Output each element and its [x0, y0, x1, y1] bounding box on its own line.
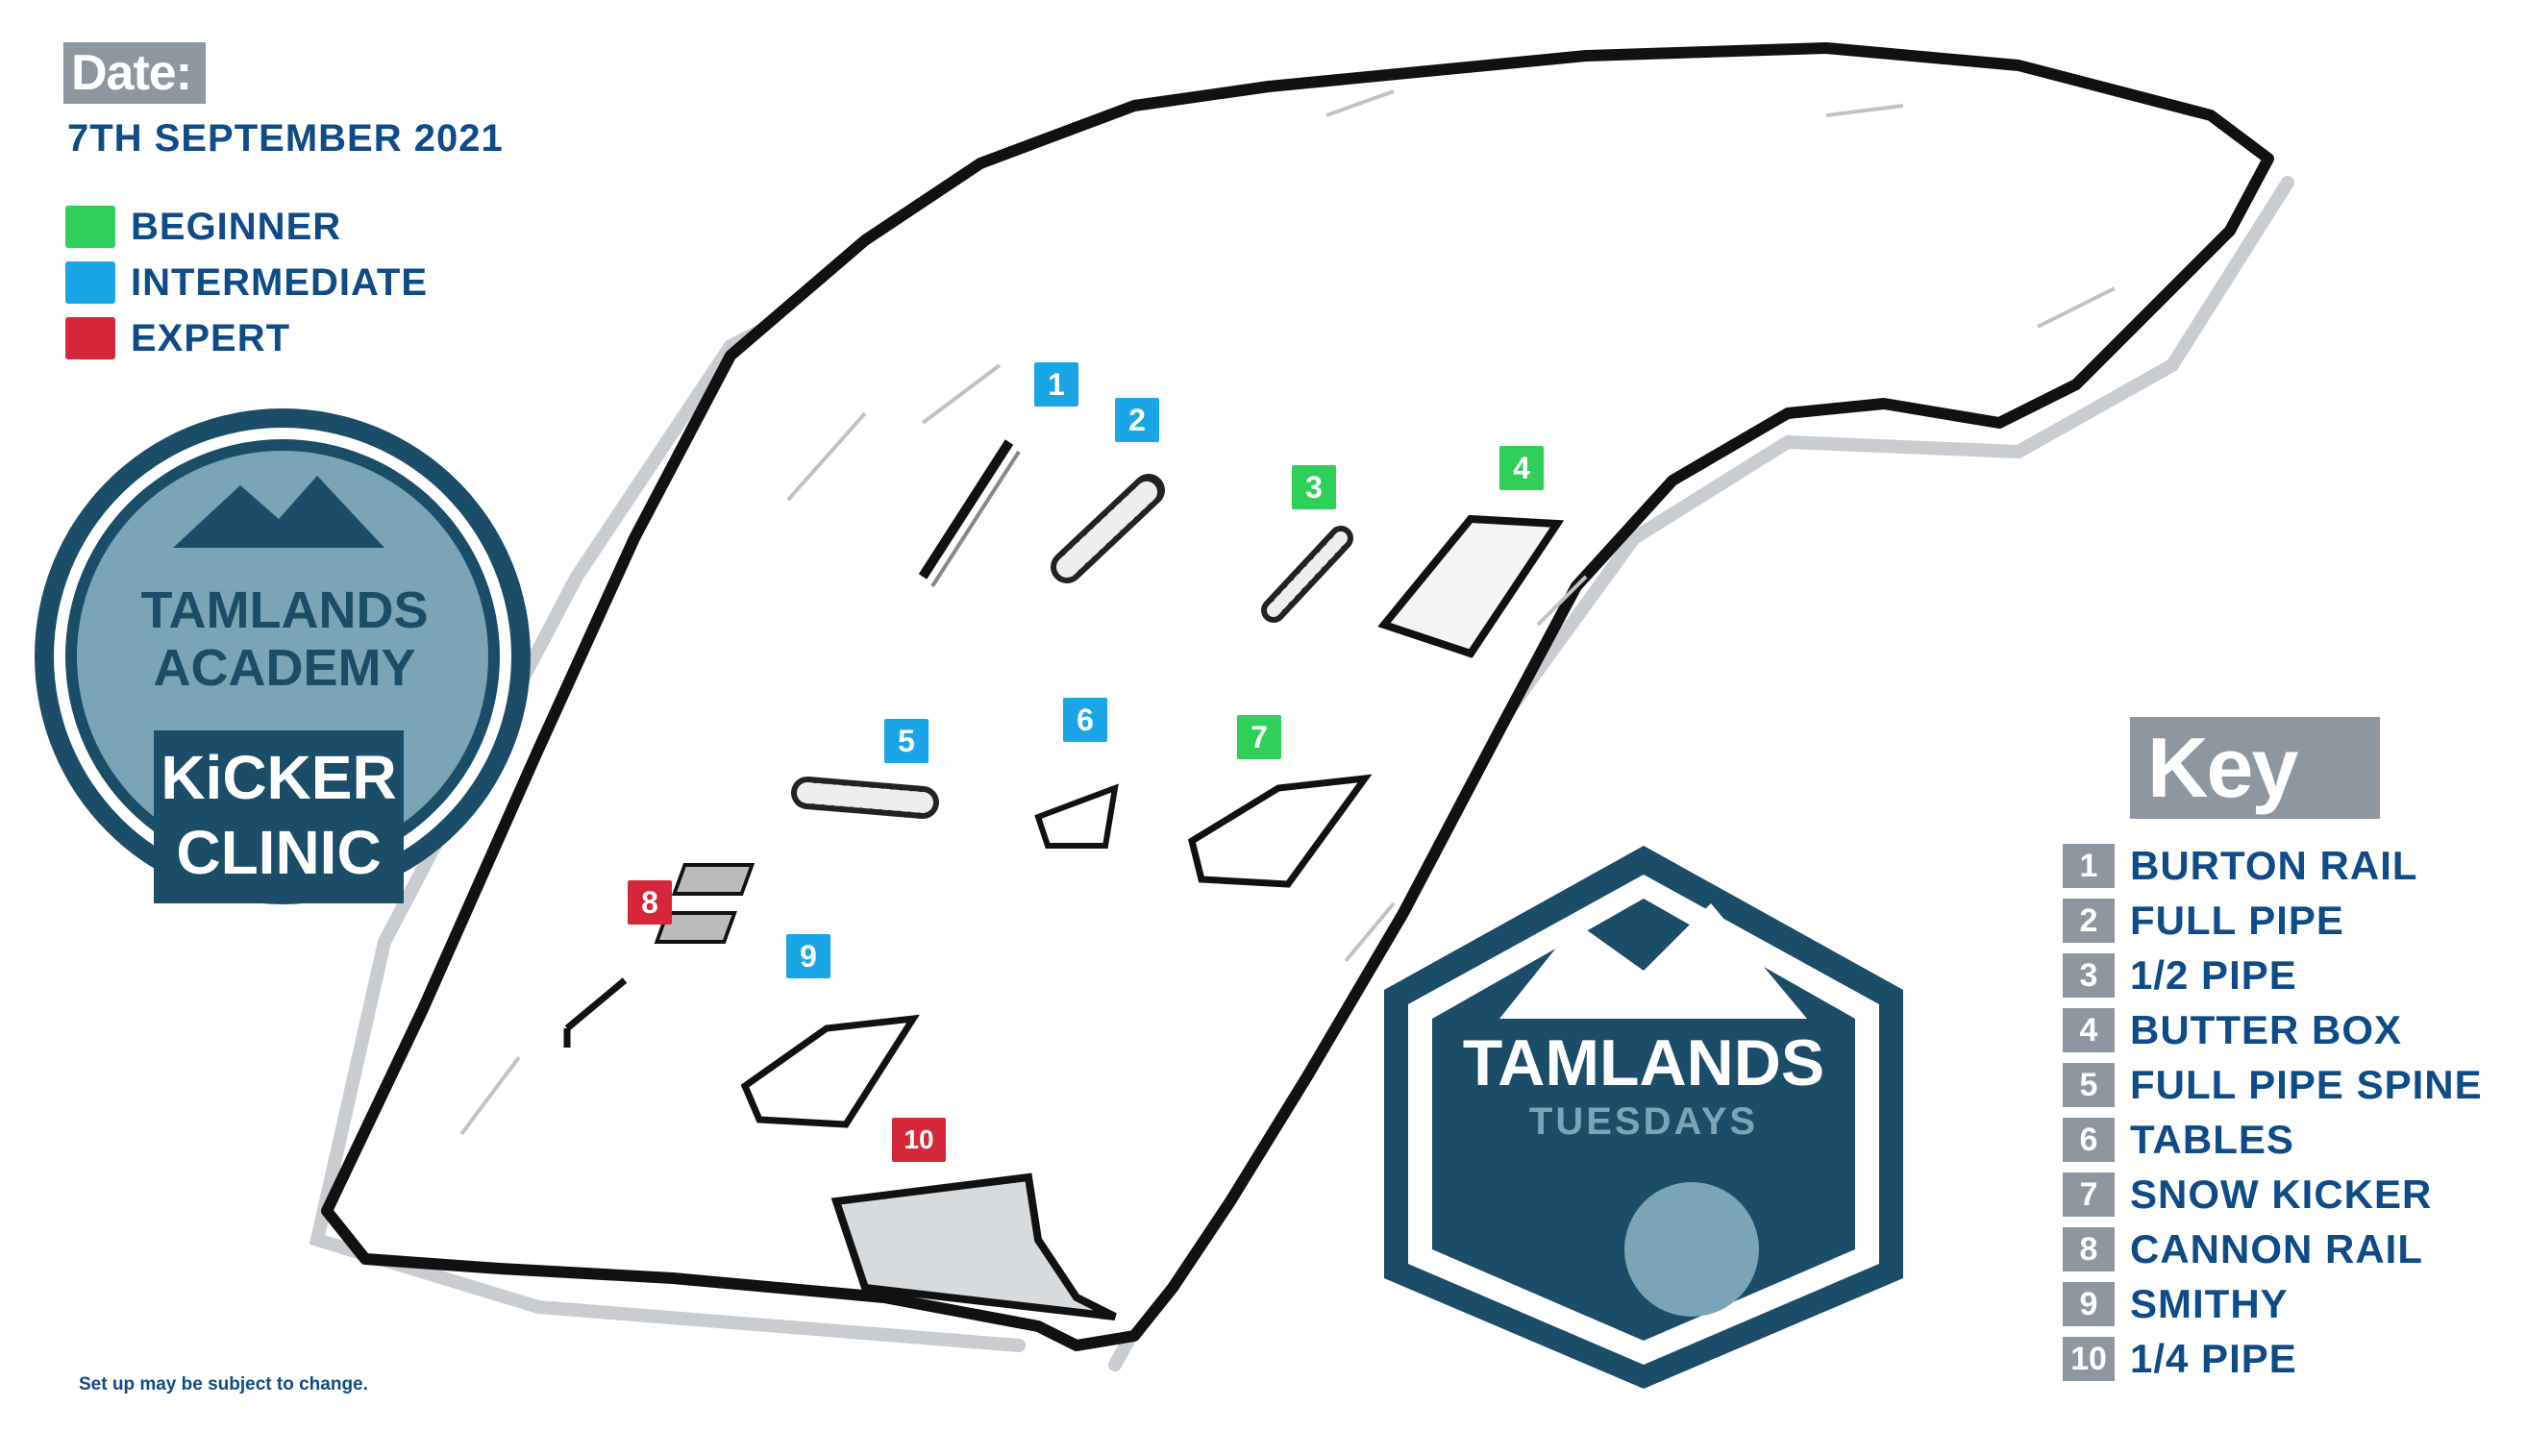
expert-swatch — [65, 317, 115, 359]
key-label: BURTON RAIL — [2130, 843, 2418, 888]
legend-item-intermediate: INTERMEDIATE — [65, 259, 428, 306]
feature-badge-10: 10 — [892, 1118, 946, 1162]
feature-tables — [654, 783, 1119, 944]
intermediate-swatch — [65, 261, 115, 304]
slope-hatching — [459, 89, 2116, 1136]
tuesdays-line1: TAMLANDS — [1462, 1026, 1825, 1099]
kicker-clinic-text: KiCKER CLINIC — [154, 740, 404, 890]
feature-badge-5: 5 — [884, 719, 929, 763]
key-num: 7 — [2063, 1172, 2115, 1217]
academy-logo-text: TAMLANDS ACADEMY — [133, 581, 436, 697]
feature-cannon-rail — [563, 977, 628, 1048]
feature-butter-box — [1377, 514, 1565, 658]
key-num: 2 — [2063, 899, 2115, 943]
academy-line3: KiCKER — [161, 743, 397, 812]
feature-quarter-pipe — [830, 1172, 1117, 1320]
key-item: 1 BURTON RAIL — [2063, 842, 2418, 890]
feature-badge-4: 4 — [1499, 446, 1544, 490]
feature-full-pipe — [1051, 474, 1165, 583]
key-item: 7 SNOW KICKER — [2063, 1171, 2432, 1219]
tuesdays-line2: TUESDAYS — [1528, 1100, 1759, 1143]
feature-full-pipe-spine — [791, 777, 939, 819]
key-item: 10 1/4 PIPE — [2063, 1335, 2297, 1383]
academy-line4: CLINIC — [176, 818, 382, 887]
key-label: FULL PIPE SPINE — [2130, 1062, 2483, 1107]
legend-item-expert: EXPERT — [65, 315, 290, 361]
key-num: 10 — [2063, 1337, 2115, 1381]
key-label: 1/2 PIPE — [2130, 952, 2297, 998]
feature-badge-2: 2 — [1115, 398, 1159, 442]
key-num: 1 — [2063, 844, 2115, 888]
feature-burton-rail — [918, 439, 1021, 588]
key-label: SMITHY — [2130, 1281, 2289, 1326]
key-item: 4 BUTTER BOX — [2063, 1006, 2402, 1054]
feature-badge-9: 9 — [786, 934, 830, 978]
feature-snow-kicker — [1187, 774, 1373, 888]
legend-label: EXPERT — [131, 316, 291, 359]
date-value: 7TH SEPTEMBER 2021 — [67, 117, 504, 160]
academy-line2: ACADEMY — [153, 639, 416, 697]
key-item: 8 CANNON RAIL — [2063, 1225, 2423, 1273]
key-label: FULL PIPE — [2130, 898, 2344, 943]
key-num: 9 — [2063, 1282, 2115, 1326]
key-num: 4 — [2063, 1008, 2115, 1052]
feature-badge-6: 6 — [1063, 698, 1107, 742]
feature-badge-1: 1 — [1034, 362, 1078, 407]
slope-outline — [321, 42, 2274, 1351]
key-item: 2 FULL PIPE — [2063, 897, 2344, 945]
key-label: SNOW KICKER — [2130, 1172, 2433, 1217]
key-num: 5 — [2063, 1063, 2115, 1107]
date-label: Date: — [63, 42, 206, 104]
key-item: 6 TABLES — [2063, 1116, 2294, 1164]
feature-half-pipe — [1261, 526, 1353, 623]
feature-badge-8: 8 — [628, 880, 672, 925]
key-title: Key — [2130, 717, 2380, 819]
key-label: BUTTER BOX — [2130, 1007, 2402, 1052]
legend-item-beginner: BEGINNER — [65, 204, 341, 250]
feature-smithy — [740, 1014, 920, 1128]
key-label: 1/4 PIPE — [2130, 1336, 2297, 1381]
key-label: CANNON RAIL — [2130, 1226, 2423, 1271]
key-item: 5 FULL PIPE SPINE — [2063, 1061, 2483, 1109]
key-item: 9 SMITHY — [2063, 1280, 2289, 1328]
key-item: 3 1/2 PIPE — [2063, 951, 2297, 999]
key-num: 8 — [2063, 1227, 2115, 1271]
academy-logo — [35, 408, 531, 904]
setup-note: Set up may be subject to change. — [79, 1374, 368, 1394]
legend-label: INTERMEDIATE — [131, 260, 429, 304]
feature-badge-7: 7 — [1237, 715, 1281, 759]
key-label: TABLES — [2130, 1117, 2294, 1162]
key-num: 3 — [2063, 953, 2115, 998]
tuesdays-logo — [1384, 846, 1903, 1389]
key-num: 6 — [2063, 1118, 2115, 1162]
academy-line1: TAMLANDS — [140, 581, 429, 639]
feature-badge-3: 3 — [1292, 465, 1336, 509]
beginner-swatch — [65, 206, 115, 248]
legend-label: BEGINNER — [131, 205, 342, 248]
